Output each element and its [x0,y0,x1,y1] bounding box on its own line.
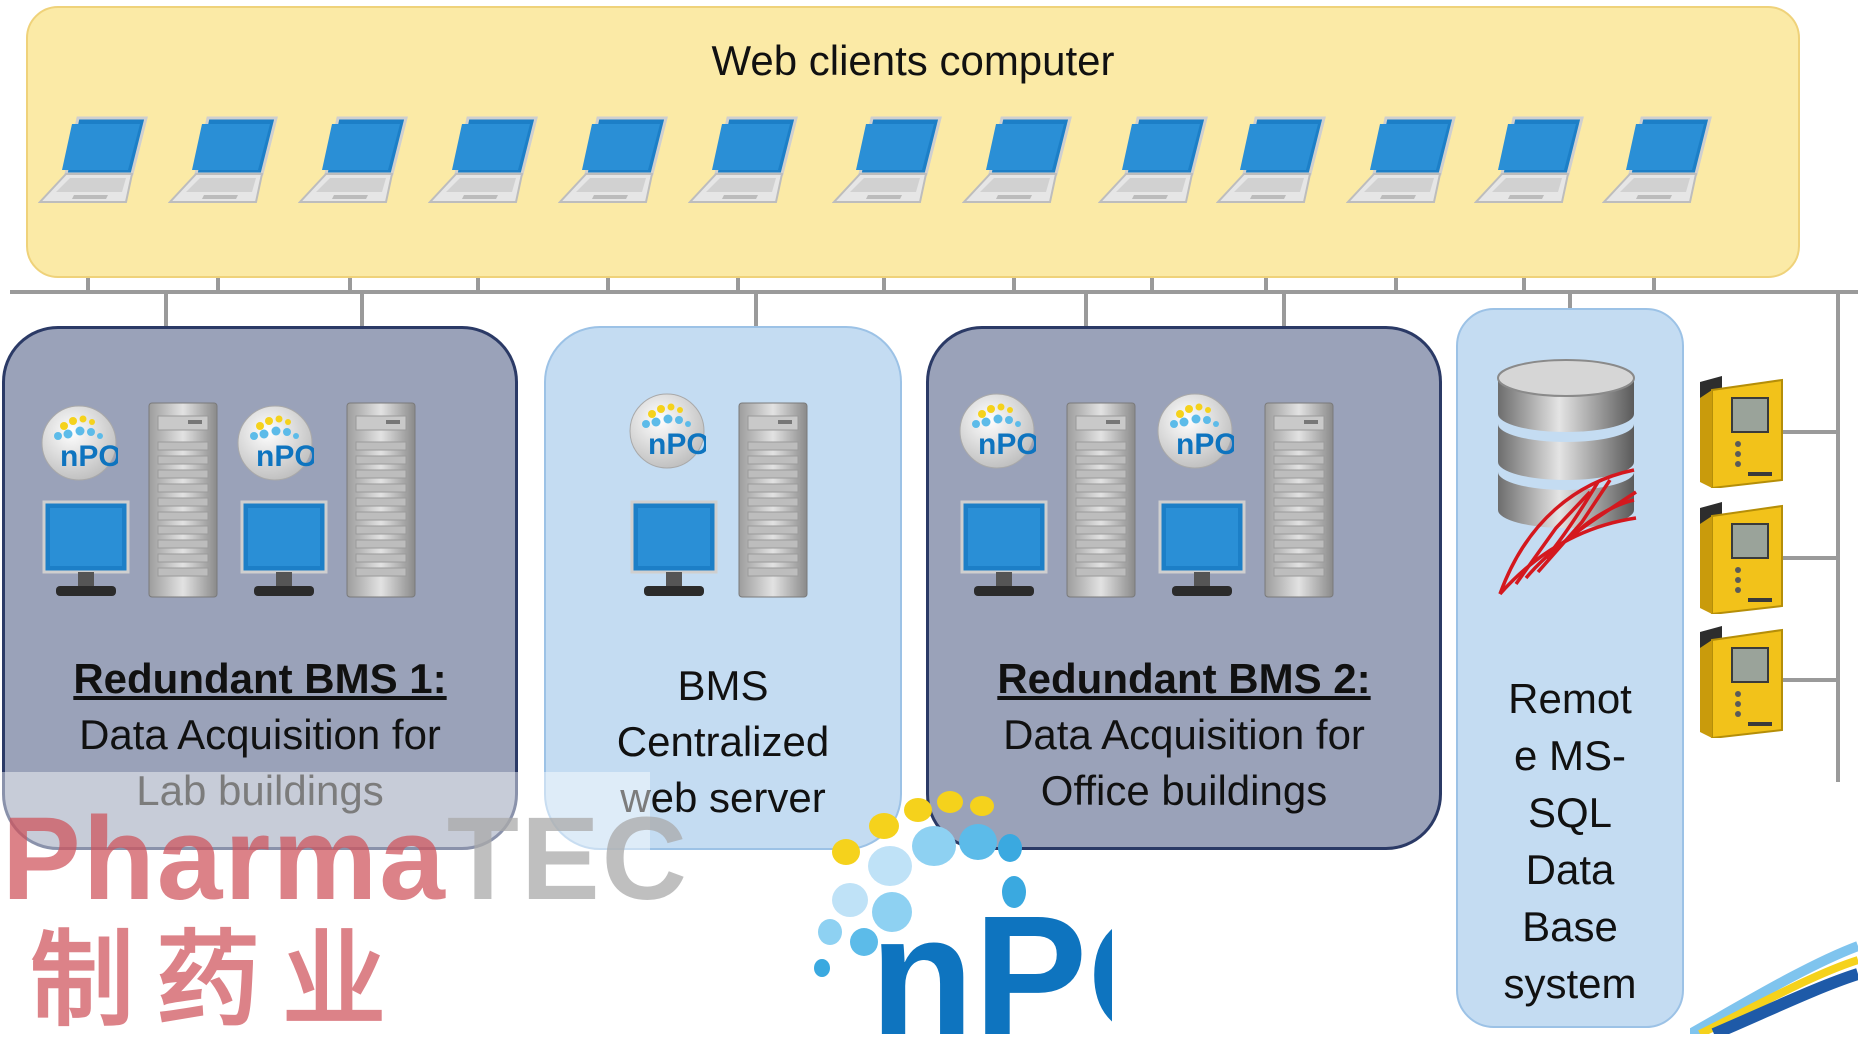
decorative-swoosh-icon [1690,941,1858,1034]
bms-web-server-label: BMS Centralized web server [546,658,900,826]
laptop-icon [167,112,278,208]
desktop-monitor-icon [240,500,328,600]
desktop-monitor-icon [960,500,1048,600]
database-line-3: SQL [1527,789,1613,836]
web-server-line-1: BMS [677,662,769,709]
server-tower-icon [346,402,416,598]
database-line-6: system [1503,960,1637,1007]
database-line-4: Data [1525,846,1615,893]
desktop-monitor-icon [42,500,130,600]
laptop-icon [557,112,668,208]
redundant-bms-2-label: Redundant BMS 2: Data Acquisition for Of… [929,651,1439,819]
redundant-bms-1-line-1: Data Acquisition for [79,711,441,758]
desktop-monitor-icon [630,500,718,600]
laptop-icon [687,112,798,208]
watermark-english-main: Pharma [2,793,447,925]
npo-logo-badge-icon: nPO [958,392,1040,470]
field-controller-device-icon [1692,376,1784,490]
redundant-bms-1-heading: Redundant BMS 1: [73,655,447,702]
redundant-bms-1-label: Redundant BMS 1: Data Acquisition for La… [5,651,515,819]
field-controller-device-icon [1692,502,1784,616]
laptop-icon [1345,112,1456,208]
watermark-chinese: 制药业 [30,919,409,1041]
server-tower-icon [1264,402,1334,598]
laptop-icon [1601,112,1712,208]
web-server-line-3: web server [620,774,826,821]
redundant-bms-1-line-2: Lab buildings [136,767,384,814]
laptop-icon [1473,112,1584,208]
laptop-icon [1215,112,1326,208]
svg-text:nPO: nPO [648,428,706,461]
laptop-icon [37,112,148,208]
server-tower-icon [738,402,808,598]
npo-logo-badge-icon: nPO [40,404,122,482]
laptop-icon [961,112,1072,208]
laptop-icon [297,112,408,208]
redundant-bms-2-line-1: Data Acquisition for [1003,711,1365,758]
database-line-5: Base [1522,903,1618,950]
server-tower-icon [1066,402,1136,598]
field-controller-device-icon [1692,626,1784,740]
server-tower-icon [148,402,218,598]
svg-text:nPO: nPO [256,440,314,473]
database-line-1: Remot [1508,675,1632,722]
laptop-icon [427,112,538,208]
bms-web-server-panel: BMS Centralized web server [544,326,902,850]
database-label: Remot e MS- SQL Data Base system [1458,670,1682,1012]
npo-logo-badge-icon: nPO [236,404,318,482]
database-line-2: e MS- [1513,732,1626,779]
npo-logo-badge-icon: nPO [628,392,710,470]
redundant-bms-2-heading: Redundant BMS 2: [997,655,1371,702]
sql-server-database-icon [1497,359,1637,596]
npo-logo-badge-icon: nPO [1156,392,1238,470]
watermark-english-tail: TEC [446,793,689,925]
web-server-line-2: Centralized [616,718,830,765]
laptop-icon [831,112,942,208]
web-clients-title: Web clients computer [711,37,1115,84]
svg-text:nPO: nPO [1176,428,1234,461]
svg-text:nPO: nPO [60,440,118,473]
desktop-monitor-icon [1158,500,1246,600]
npo-company-logo: nPO [814,791,1112,1034]
watermark-english: PharmaTEC [2,800,689,918]
laptop-icon [1097,112,1208,208]
svg-text:nPO: nPO [978,428,1036,461]
watermark-backdrop [0,772,650,1034]
redundant-bms-2-line-2: Office buildings [1040,767,1328,814]
npo-logo-text: nPO [870,881,1112,1034]
